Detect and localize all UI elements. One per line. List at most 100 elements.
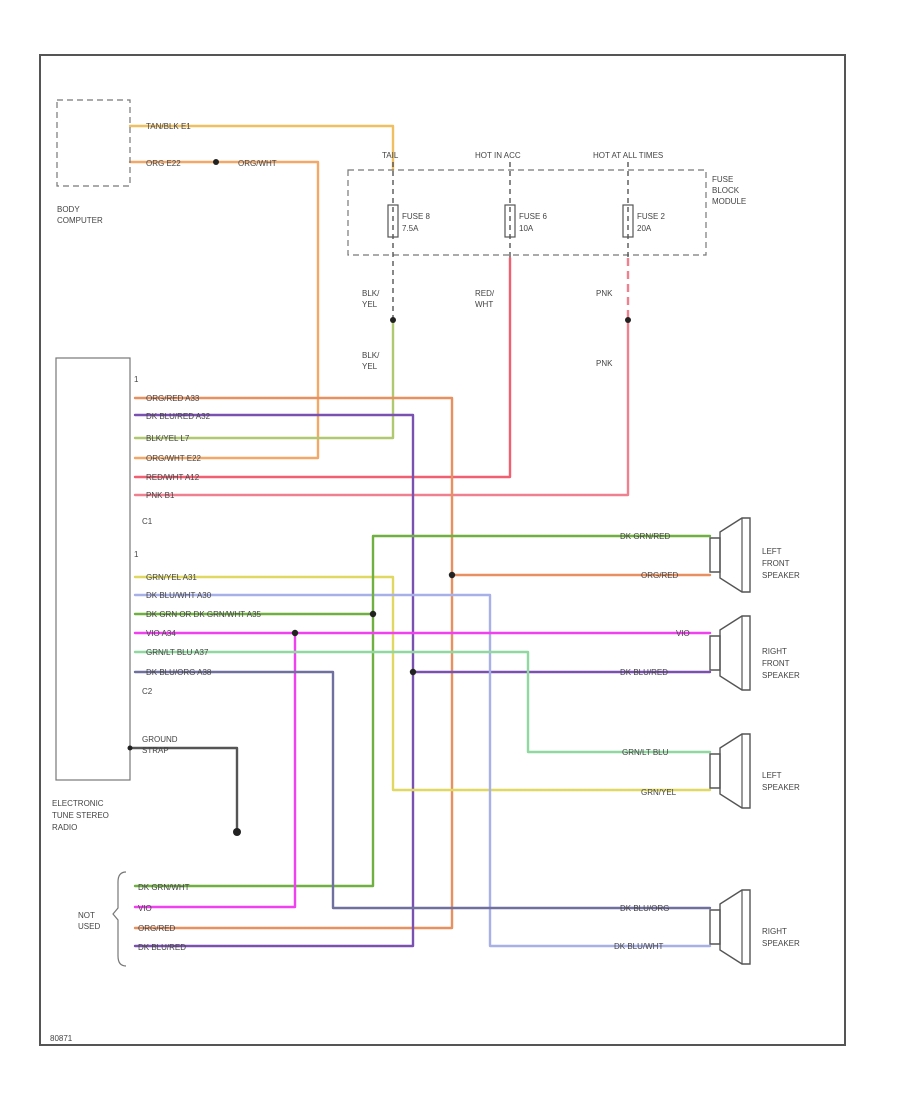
fuse-block-label-3: MODULE — [712, 197, 746, 206]
speaker-lf-magnet — [709, 537, 721, 573]
fuse-6-name: FUSE 6 — [519, 212, 548, 221]
fuse-2-name: FUSE 2 — [637, 212, 666, 221]
wires — [128, 124, 712, 948]
fuse-2: HOT AT ALL TIMES FUSE 2 20A — [593, 151, 666, 323]
wire-org-wht — [128, 160, 320, 460]
speaker-ls-label-2: SPEAKER — [762, 783, 800, 792]
body-computer: BODY COMPUTER TAN/BLK E1 ORG E22 ORG/WHT — [56, 99, 277, 225]
fuse-block-label-1: FUSE — [712, 175, 733, 184]
radio-connector-c1: C1 — [142, 517, 153, 526]
wire-dk-blu-org — [133, 670, 712, 910]
radio-body — [55, 357, 131, 781]
wire-label-f2-pnk-2: PNK — [596, 359, 613, 368]
ground-point — [233, 828, 241, 836]
wire-label-rf-2: DK BLU/RED — [620, 668, 668, 677]
wire-label-f6-red-wht: RED/WHT — [475, 289, 495, 309]
radio-pin-c2: 1 — [134, 550, 139, 559]
speaker-lf-cone — [719, 517, 751, 593]
wire-label-rf-1: VIO — [676, 629, 690, 638]
wire-label-nu-3: ORG/RED — [138, 924, 176, 933]
fuse-8-feed: TAIL — [382, 151, 399, 160]
speaker-rf-label-1: RIGHT — [762, 647, 787, 656]
wire-label-f6-red-wht-part: WHT — [475, 300, 493, 309]
wire-label-lf-2: ORG/RED — [641, 571, 679, 580]
speaker-lf-label-1: LEFT — [762, 547, 782, 556]
wire-label-c1-1: ORG/RED A33 — [146, 394, 200, 403]
wire-label-bc-tan-blk: TAN/BLK E1 — [146, 122, 191, 131]
wire-label-nu-4: DK BLU/RED — [138, 943, 186, 952]
wire-label-c1-2: DK BLU/RED A32 — [146, 412, 211, 421]
splice-dk-grn — [369, 610, 377, 618]
fuse-8-element — [387, 204, 399, 238]
wire-dk-grn-main — [133, 534, 712, 888]
fuse-8-splice — [390, 317, 396, 323]
wire-label-lf-1: DK GRN/RED — [620, 532, 670, 541]
body-computer-box — [56, 99, 131, 187]
wire-grn-lt-blu — [133, 650, 712, 754]
radio-label-line2: TUNE STEREO — [52, 811, 109, 820]
wire-grn-yel — [133, 575, 712, 792]
wire-label-c2-1: GRN/YEL A31 — [146, 573, 197, 582]
fuse-6-element — [504, 204, 516, 238]
wire-label-f8-blk-yel-2-part: BLK/ — [362, 351, 380, 360]
wire-label-f8-blk-yel-1: BLK/YEL — [362, 289, 380, 309]
ground-label-2: STRAP — [142, 746, 169, 755]
fuse-block: FUSE BLOCK MODULE TAIL FUSE 8 7.5A HOT I… — [347, 151, 746, 371]
splice-dk-blu-red — [409, 668, 417, 676]
speaker-left: GRN/LT BLU GRN/YEL LEFT SPEAKER — [622, 733, 800, 809]
footer-code: 80871 — [50, 1034, 73, 1043]
ground-label-1: GROUND — [142, 735, 178, 744]
fuse-8: TAIL FUSE 8 7.5A — [382, 151, 431, 323]
splice-vio — [291, 629, 299, 637]
radio-label-line3: RADIO — [52, 823, 77, 832]
radio: 1 C1 1 C2 ELECTRONIC TUNE STEREO RADIO O… — [52, 357, 262, 832]
radio-label-line1: ELECTRONIC — [52, 799, 104, 808]
wire-label-c1-4: ORG/WHT E22 — [146, 454, 202, 463]
speaker-lf-label-3: SPEAKER — [762, 571, 800, 580]
not-used-group: NOT USED DK GRN/WHT VIO ORG/RED DK BLU/R… — [78, 871, 190, 967]
wire-label-f8-blk-yel-1-part: BLK/ — [362, 289, 380, 298]
speaker-rs-cone — [719, 889, 751, 965]
not-used-label-1: NOT — [78, 911, 95, 920]
speaker-lf-label-2: FRONT — [762, 559, 790, 568]
speaker-rf-label-3: SPEAKER — [762, 671, 800, 680]
fuse-8-rating: 7.5A — [402, 224, 419, 233]
fuse-2-rating: 20A — [637, 224, 652, 233]
fuse-6: HOT IN ACC FUSE 6 10A — [475, 151, 548, 258]
speaker-rs-label-1: RIGHT — [762, 927, 787, 936]
speaker-right: DK BLU/ORG DK BLU/WHT RIGHT SPEAKER — [614, 889, 800, 965]
wire-label-ls-2: GRN/YEL — [641, 788, 677, 797]
splice-org-red — [448, 571, 456, 579]
wire-label-c1-6: PNK B1 — [146, 491, 175, 500]
ground: GROUND STRAP — [127, 735, 241, 836]
speaker-rf-label-2: FRONT — [762, 659, 790, 668]
radio-pin-c1: 1 — [134, 375, 139, 384]
wire-label-rs-1: DK BLU/ORG — [620, 904, 669, 913]
wire-red-wht — [133, 256, 512, 479]
speaker-rs-magnet — [709, 909, 721, 945]
diagram-frame — [39, 54, 846, 1046]
wire-label-nu-2: VIO — [138, 904, 152, 913]
wire-label-c1-3: BLK/YEL L7 — [146, 434, 190, 443]
speaker-rs-label-2: SPEAKER — [762, 939, 800, 948]
wire-label-c2-5: GRN/LT BLU A37 — [146, 648, 209, 657]
wire-label-c1-5: RED/WHT A12 — [146, 473, 200, 482]
wire-dk-blu-red — [133, 413, 415, 948]
fuse-2-splice — [625, 317, 631, 323]
wire-label-nu-1: DK GRN/WHT — [138, 883, 190, 892]
wire-ground — [128, 746, 239, 832]
speaker-right-front: VIO DK BLU/RED RIGHT FRONT SPEAKER — [620, 615, 800, 691]
fuse-6-feed: HOT IN ACC — [475, 151, 521, 160]
not-used-label-2: USED — [78, 922, 100, 931]
wire-label-ls-1: GRN/LT BLU — [622, 748, 669, 757]
wire-label-f8-blk-yel-2: BLK/YEL — [362, 351, 380, 371]
wire-label-bc-org-wht: ORG/WHT — [238, 159, 277, 168]
wire-org-red — [133, 396, 454, 930]
wire-label-c2-4: VIO A34 — [146, 629, 176, 638]
wire-label-rs-2: DK BLU/WHT — [614, 942, 663, 951]
fuse-6-rating: 10A — [519, 224, 534, 233]
wire-label-c2-3: DK GRN OR DK GRN/WHT A35 — [146, 610, 262, 619]
speaker-rf-magnet — [709, 635, 721, 671]
wire-vio-nu — [133, 631, 297, 909]
